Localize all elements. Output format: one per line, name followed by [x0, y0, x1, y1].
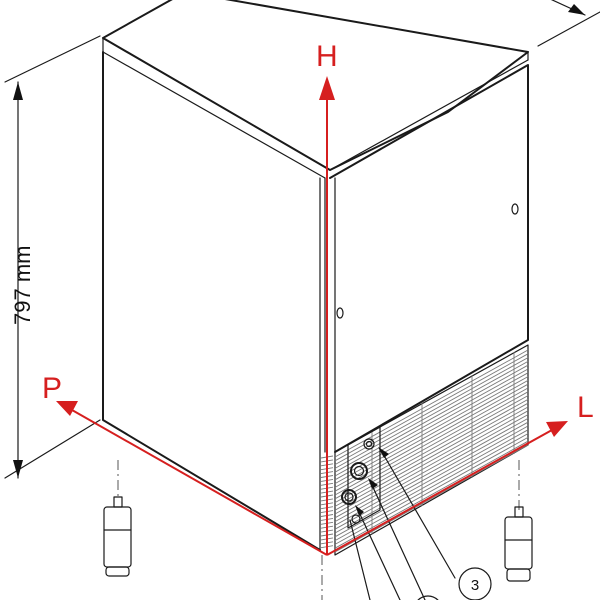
connector-lower-fitting	[341, 489, 357, 505]
foot-right	[504, 460, 533, 582]
height-dimension: 797 mm	[4, 35, 101, 479]
door-hinge-top	[511, 203, 519, 215]
top-dimension	[537, 0, 600, 47]
grille-louver	[334, 395, 529, 503]
grille-louver	[334, 387, 529, 496]
axis-depth: P	[42, 372, 328, 556]
grille-louver	[334, 414, 529, 522]
height-dimension-label: 797 mm	[10, 246, 35, 325]
grille-louver	[334, 418, 529, 526]
cabinet-left-face	[102, 51, 326, 551]
grille-louver	[334, 368, 529, 477]
grille-louver	[334, 433, 529, 541]
connector-middle-fitting	[350, 462, 368, 480]
connector-top-fitting	[363, 438, 375, 450]
door-hinge-bottom	[336, 307, 344, 319]
grille-louver	[334, 361, 529, 469]
ventilation-grille	[320, 344, 529, 556]
grille-louver	[334, 376, 529, 484]
grille-louver	[334, 444, 529, 553]
axis-width: L	[326, 391, 594, 556]
grille-louver	[334, 425, 529, 534]
grille-louver	[334, 402, 529, 511]
grille-louver	[334, 437, 529, 545]
axis-height-label: H	[316, 40, 338, 73]
cabinet-front-door	[329, 64, 529, 453]
grille-louver	[334, 364, 529, 473]
grille-louver	[334, 357, 529, 465]
grille-louver	[334, 410, 529, 519]
grille-louver	[334, 349, 529, 458]
grille-louver	[334, 429, 529, 538]
axis-height: H	[316, 40, 338, 555]
foot-left	[103, 460, 132, 577]
grille-louver	[334, 391, 529, 500]
grille-louver	[334, 406, 529, 515]
connection-panel	[341, 426, 381, 529]
cabinet-top	[102, 0, 529, 179]
axis-depth-label: P	[42, 372, 62, 405]
callout-partial	[417, 595, 439, 600]
callout-3-label: 3	[471, 577, 479, 594]
axis-width-label: L	[577, 391, 594, 424]
grille-louver	[334, 440, 529, 549]
grille-louver	[334, 383, 529, 492]
callout-3: 3	[458, 567, 492, 600]
connector-bottom-fitting	[351, 514, 361, 524]
grille-louver	[334, 399, 529, 507]
grille-louver	[334, 372, 529, 481]
callout-leaders	[349, 447, 456, 600]
grille-louver	[334, 421, 529, 530]
